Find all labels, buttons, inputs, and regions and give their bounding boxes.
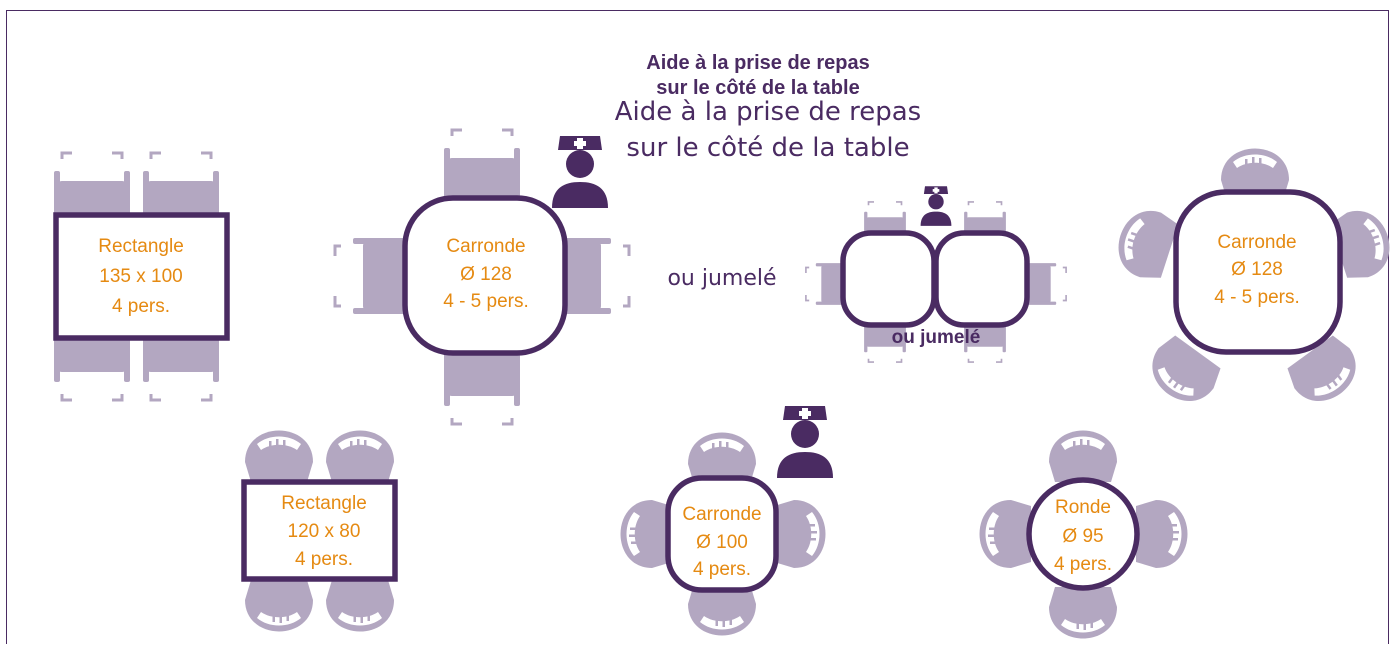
round-chair-icon [326, 580, 394, 632]
table-label-line3: 4 pers. [693, 559, 751, 580]
table-label-line3: 4 pers. [1054, 554, 1112, 575]
table-label-line2: Ø 95 [1062, 526, 1103, 547]
square-chair-icon [442, 342, 522, 426]
table-carronde-128-left: Carronde Ø 128 4 - 5 pers. [333, 128, 631, 426]
aide-caption-light-line2: sur le côté de la table [626, 133, 909, 163]
table-label-line1: Carronde [1217, 232, 1296, 253]
round-chair-icon [245, 430, 313, 482]
diagram-frame [6, 10, 1389, 644]
aide-caption-bold-line1: Aide à la prise de repas [646, 52, 869, 74]
round-chair-icon [1049, 587, 1117, 639]
round-chair-icon [1049, 430, 1117, 482]
aide-caption-light-line1: Aide à la prise de repas [615, 97, 921, 127]
round-chair-icon [245, 580, 313, 632]
table-label-line2: Ø 100 [696, 532, 748, 553]
table-label-line3: 4 - 5 pers. [1214, 287, 1300, 308]
table-label-line1: Carronde [446, 236, 525, 257]
round-chair-icon [979, 500, 1031, 568]
table-twin-carronde: ou jumelé [805, 186, 1067, 363]
table-carronde-128-right: Carronde Ø 128 4 - 5 pers. [1110, 148, 1396, 414]
nurse-icon [552, 136, 608, 208]
ou-jumele-light-caption: ou jumelé [667, 266, 776, 291]
table-rectangle-120x80: Rectangle 120 x 80 4 pers. [241, 430, 398, 632]
table-label-line3: 4 pers. [112, 296, 170, 317]
table-label-line1: Rectangle [98, 236, 184, 257]
table-label-line3: 4 pers. [295, 549, 353, 570]
aide-caption-bold-line2: sur le côté de la table [656, 77, 859, 99]
table-carronde-100: Carronde Ø 100 4 pers. [620, 406, 833, 636]
table-label-line3: 4 - 5 pers. [443, 291, 529, 312]
table-label-line1: Rectangle [281, 493, 367, 514]
round-chair-icon [326, 430, 394, 482]
round-chair-icon [1110, 202, 1181, 284]
table-label-line2: Ø 128 [460, 264, 512, 285]
nurse-icon [777, 406, 833, 478]
table-label-line2: 135 x 100 [99, 266, 182, 287]
round-chair-icon [1136, 500, 1188, 568]
ou-jumele-bold-caption: ou jumelé [892, 327, 981, 348]
table-label-line1: Carronde [682, 504, 761, 525]
table-rectangle-135x100: Rectangle 135 x 100 4 pers. [52, 151, 230, 402]
nurse-icon [920, 186, 952, 226]
table-label-line2: Ø 128 [1231, 259, 1283, 280]
round-chair-icon [774, 500, 826, 568]
round-chair-icon [620, 500, 672, 568]
table-ronde-95: Ronde Ø 95 4 pers. [979, 430, 1188, 639]
table-label-line1: Ronde [1055, 497, 1111, 518]
table-label-line2: 120 x 80 [288, 521, 361, 542]
